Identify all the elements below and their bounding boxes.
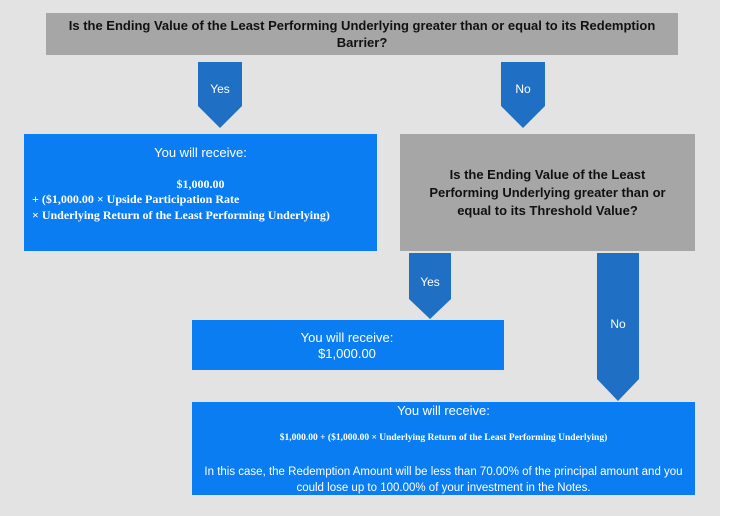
outcome-loss-note: In this case, the Redemption Amount will…: [204, 466, 683, 494]
arrow-yes-redemption-label: Yes: [210, 82, 230, 96]
arrow-yes-threshold: Yes: [409, 253, 451, 319]
arrow-no-threshold: No: [597, 253, 639, 401]
outcome-par-amount: $1,000.00: [318, 346, 376, 361]
outcome-par-box: You will receive: $1,000.00: [192, 320, 504, 370]
outcome-loss-box: You will receive: $1,000.00 + ($1,000.00…: [192, 402, 695, 495]
outcome-upside-amount: $1,000.00: [176, 177, 225, 191]
outcome-loss-formula: $1,000.00 + ($1,000.00 × Underlying Retu…: [279, 433, 608, 443]
arrow-yes-threshold-label: Yes: [420, 275, 440, 289]
question-redemption-barrier-text: Is the Ending Value of the Least Perform…: [68, 18, 656, 50]
question-threshold-value: Is the Ending Value of the Least Perform…: [400, 134, 695, 251]
outcome-upside-line3: × Underlying Return of the Least Perform…: [32, 208, 330, 222]
question-redemption-barrier: Is the Ending Value of the Least Perform…: [46, 13, 678, 55]
outcome-loss-receive: You will receive:: [397, 403, 490, 418]
arrow-no-redemption: No: [501, 62, 545, 130]
arrow-yes-redemption: Yes: [198, 62, 242, 130]
outcome-upside-box: You will receive: $1,000.00 + ($1,000.00…: [24, 134, 377, 251]
arrow-no-redemption-label: No: [515, 82, 531, 96]
outcome-upside-line2: + ($1,000.00 × Upside Participation Rate: [32, 192, 240, 206]
arrow-no-threshold-label: No: [610, 317, 626, 331]
question-threshold-value-text: Is the Ending Value of the Least Perform…: [429, 166, 666, 218]
outcome-upside-receive: You will receive:: [154, 145, 247, 160]
outcome-par-receive: You will receive:: [300, 330, 394, 345]
